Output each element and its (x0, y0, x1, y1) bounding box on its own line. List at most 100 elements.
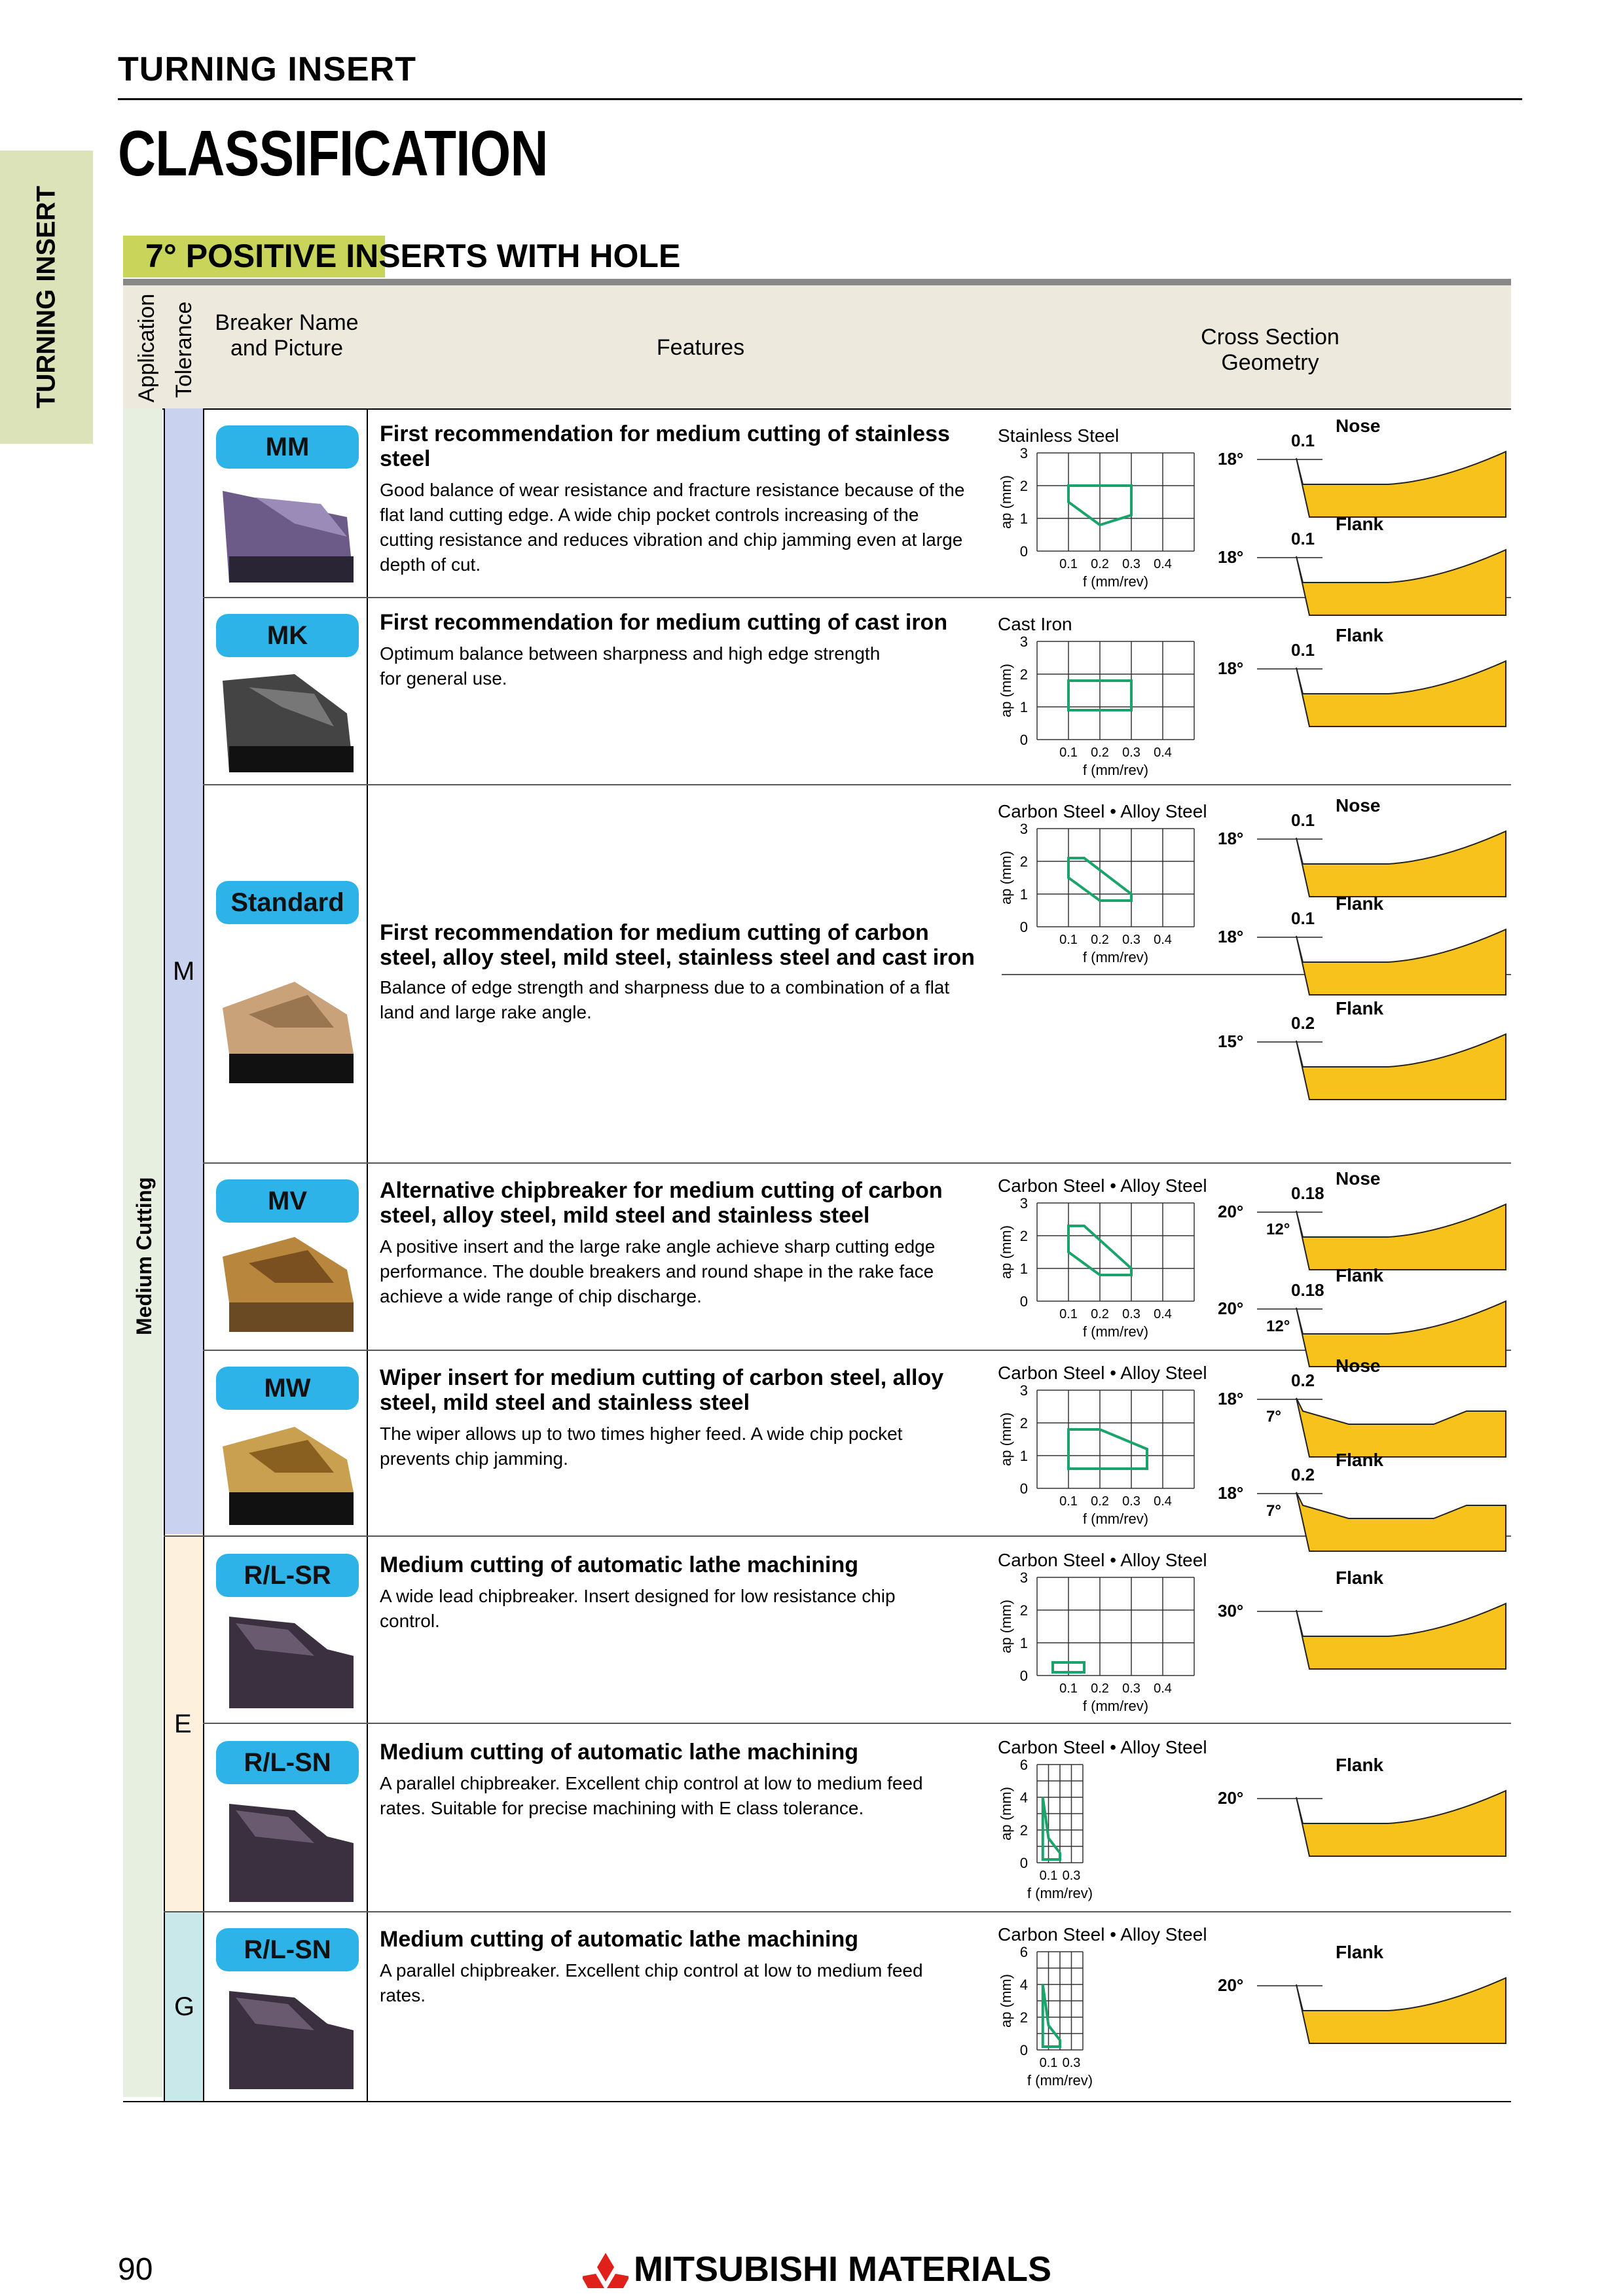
land-width-label: 0.1 (1291, 431, 1315, 450)
y-tick: 1 (1020, 1635, 1028, 1651)
row-divider (164, 1911, 1511, 1912)
x-tick: 0.3 (1063, 2056, 1081, 2070)
x-tick: 0.4 (1154, 745, 1172, 760)
x-axis-label: f (mm/rev) (1083, 1323, 1148, 1340)
feature-heading: Medium cutting of automatic lathe machin… (380, 1740, 859, 1765)
graph-title: Carbon Steel • Alloy Steel (998, 1175, 1207, 1196)
x-axis-label: f (mm/rev) (1083, 1698, 1148, 1714)
y-tick: 2 (1020, 1415, 1028, 1431)
x-tick: 0.4 (1154, 933, 1172, 947)
geometry-profile (1296, 1492, 1506, 1552)
header-bottom-rule (123, 408, 1511, 410)
x-axis-label: f (mm/rev) (1083, 762, 1148, 778)
y-tick: 0 (1020, 1293, 1028, 1310)
y-axis-label: ap (mm) (998, 1600, 1014, 1653)
x-tick: 0.1 (1059, 1681, 1078, 1696)
geometry-label: Flank (1336, 1942, 1384, 1962)
graph-grid (1036, 1202, 1195, 1302)
th-cross-section: Cross Section Geometry (1201, 325, 1340, 375)
geometry-profile (1296, 928, 1506, 996)
y-tick: 2 (1020, 1228, 1028, 1244)
x-tick: 0.3 (1122, 557, 1140, 571)
tolerance-m-band (164, 408, 203, 1534)
x-tick: 0.3 (1122, 933, 1140, 947)
range-area (1067, 1225, 1133, 1276)
th-breaker: Breaker Name and Picture (215, 310, 359, 361)
application-value: Medium Cutting (132, 1177, 156, 1335)
y-tick: 0 (1020, 543, 1028, 560)
tolerance-e-band (164, 1534, 203, 1912)
graph-grid (1036, 1390, 1195, 1489)
angle-label: 20° (1218, 1788, 1243, 1808)
y-tick: 2 (1020, 853, 1028, 870)
col-divider (367, 408, 368, 2102)
breaker-badge-rl-sr: R/L-SR (216, 1554, 359, 1597)
geometry-label: Flank (1336, 1265, 1384, 1285)
rake-angle-label: 12° (1266, 1318, 1290, 1335)
section-title-highlight (123, 236, 385, 278)
y-tick: 0 (1020, 919, 1028, 935)
angle-label: 18° (1218, 1389, 1243, 1408)
section-rule (123, 279, 1511, 285)
geometry-label: Nose (1336, 795, 1380, 816)
y-axis-label: ap (mm) (998, 1412, 1014, 1466)
graph-title: Carbon Steel • Alloy Steel (998, 1550, 1207, 1570)
geometry-label: Flank (1336, 893, 1384, 914)
land-width-label: 0.18 (1291, 1280, 1324, 1300)
y-tick: 3 (1020, 1195, 1028, 1211)
land-width-label: 0.1 (1291, 640, 1315, 660)
land-width-label: 0.1 (1291, 810, 1315, 830)
geometry-profile (1296, 1033, 1506, 1100)
th-application: Application (134, 293, 159, 403)
x-tick: 0.3 (1122, 1307, 1140, 1321)
x-tick: 0.1 (1059, 933, 1078, 947)
range-area (1041, 1797, 1061, 1861)
land-width-label: 0.2 (1291, 1465, 1315, 1484)
y-axis-label: ap (mm) (998, 475, 1014, 529)
y-tick: 0 (1020, 2042, 1028, 2058)
tolerance-e: E (174, 1710, 192, 1738)
y-tick: 0 (1020, 1855, 1028, 1871)
feature-text: A parallel chipbreaker. Excellent chip c… (380, 1773, 923, 1818)
y-tick: 1 (1020, 699, 1028, 715)
insert-picture-rl-sn-g (229, 1991, 354, 2089)
x-tick: 0.1 (1040, 2056, 1058, 2070)
geometry-label: Flank (1336, 1450, 1384, 1470)
y-tick: 2 (1020, 2009, 1028, 2026)
side-tab[interactable]: TURNING INSERT (0, 151, 93, 444)
feature-heading: First recommendation for medium cutting … (380, 920, 975, 970)
x-axis-label: f (mm/rev) (1027, 1885, 1093, 1901)
breaker-badge-mw: MW (216, 1367, 359, 1410)
x-axis-label: f (mm/rev) (1027, 2072, 1093, 2089)
mitsubishi-logo-icon (583, 2253, 629, 2288)
x-tick: 0.1 (1059, 557, 1078, 571)
geometry-label: Flank (1336, 998, 1384, 1018)
page-title: CLASSIFICATION (118, 117, 548, 189)
header-rule (118, 98, 1522, 100)
angle-label: 18° (1218, 449, 1243, 469)
x-tick: 0.2 (1091, 745, 1109, 760)
y-tick: 3 (1020, 445, 1028, 461)
y-tick: 1 (1020, 1261, 1028, 1277)
y-tick: 6 (1020, 1757, 1028, 1773)
x-tick: 0.2 (1091, 1681, 1109, 1696)
insert-picture-mw (223, 1427, 354, 1525)
insert-picture-rl-sn-e (229, 1804, 354, 1902)
feature-text: The wiper allows up to two times higher … (380, 1424, 903, 1469)
x-tick: 0.2 (1091, 1307, 1109, 1321)
application-column (123, 408, 162, 2097)
section-title: 7° POSITIVE INSERTS WITH HOLE (145, 238, 681, 274)
y-tick: 2 (1020, 666, 1028, 683)
range-area (1051, 1661, 1085, 1674)
angle-label: 18° (1218, 829, 1243, 848)
geometry-profile (1296, 1300, 1506, 1367)
